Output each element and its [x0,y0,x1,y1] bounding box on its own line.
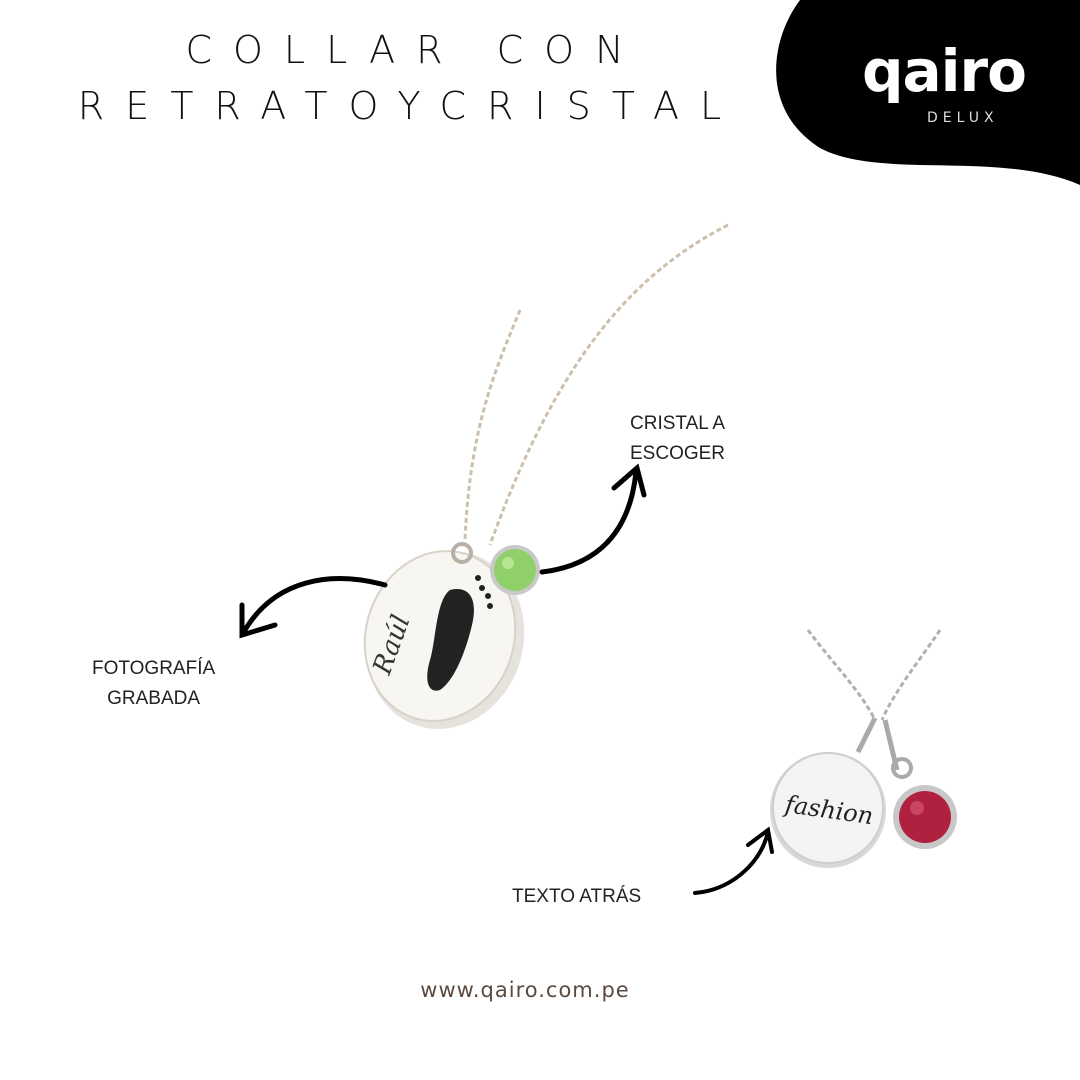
label-crystal-line2: ESCOGER [630,443,726,464]
arrow-crystal [539,463,647,575]
label-crystal: CRISTAL A ESCOGER [630,409,725,469]
brand-logo-subtext: DELUX [927,110,999,126]
red-crystal [882,719,957,849]
arrow-back-text [693,826,774,895]
brand-blob-shape [776,0,1080,185]
main-necklace-chain [463,223,729,546]
website-link[interactable]: www.qairo.com.pe [420,978,630,1002]
label-photo: FOTOGRAFÍA GRABADA [92,654,215,714]
main-pendant: Raúl [363,542,525,729]
arrow-photo [239,576,388,639]
label-back-text: TEXTO ATRÁS [512,886,642,907]
footprint-icon [427,589,474,691]
secondary-necklace-chain [806,629,942,721]
brand-logo: qairo [862,37,1027,105]
label-crystal-line1: CRISTAL A [630,413,726,434]
secondary-pendant: fashion [770,716,886,868]
page-title-line1: COLLAR CON [185,28,645,72]
green-crystal [490,545,540,595]
page-title-line2: RETRATOYCRISTAL [77,84,743,128]
label-photo-line2: GRABADA [107,688,201,709]
label-photo-line1: FOTOGRAFÍA [92,658,216,679]
